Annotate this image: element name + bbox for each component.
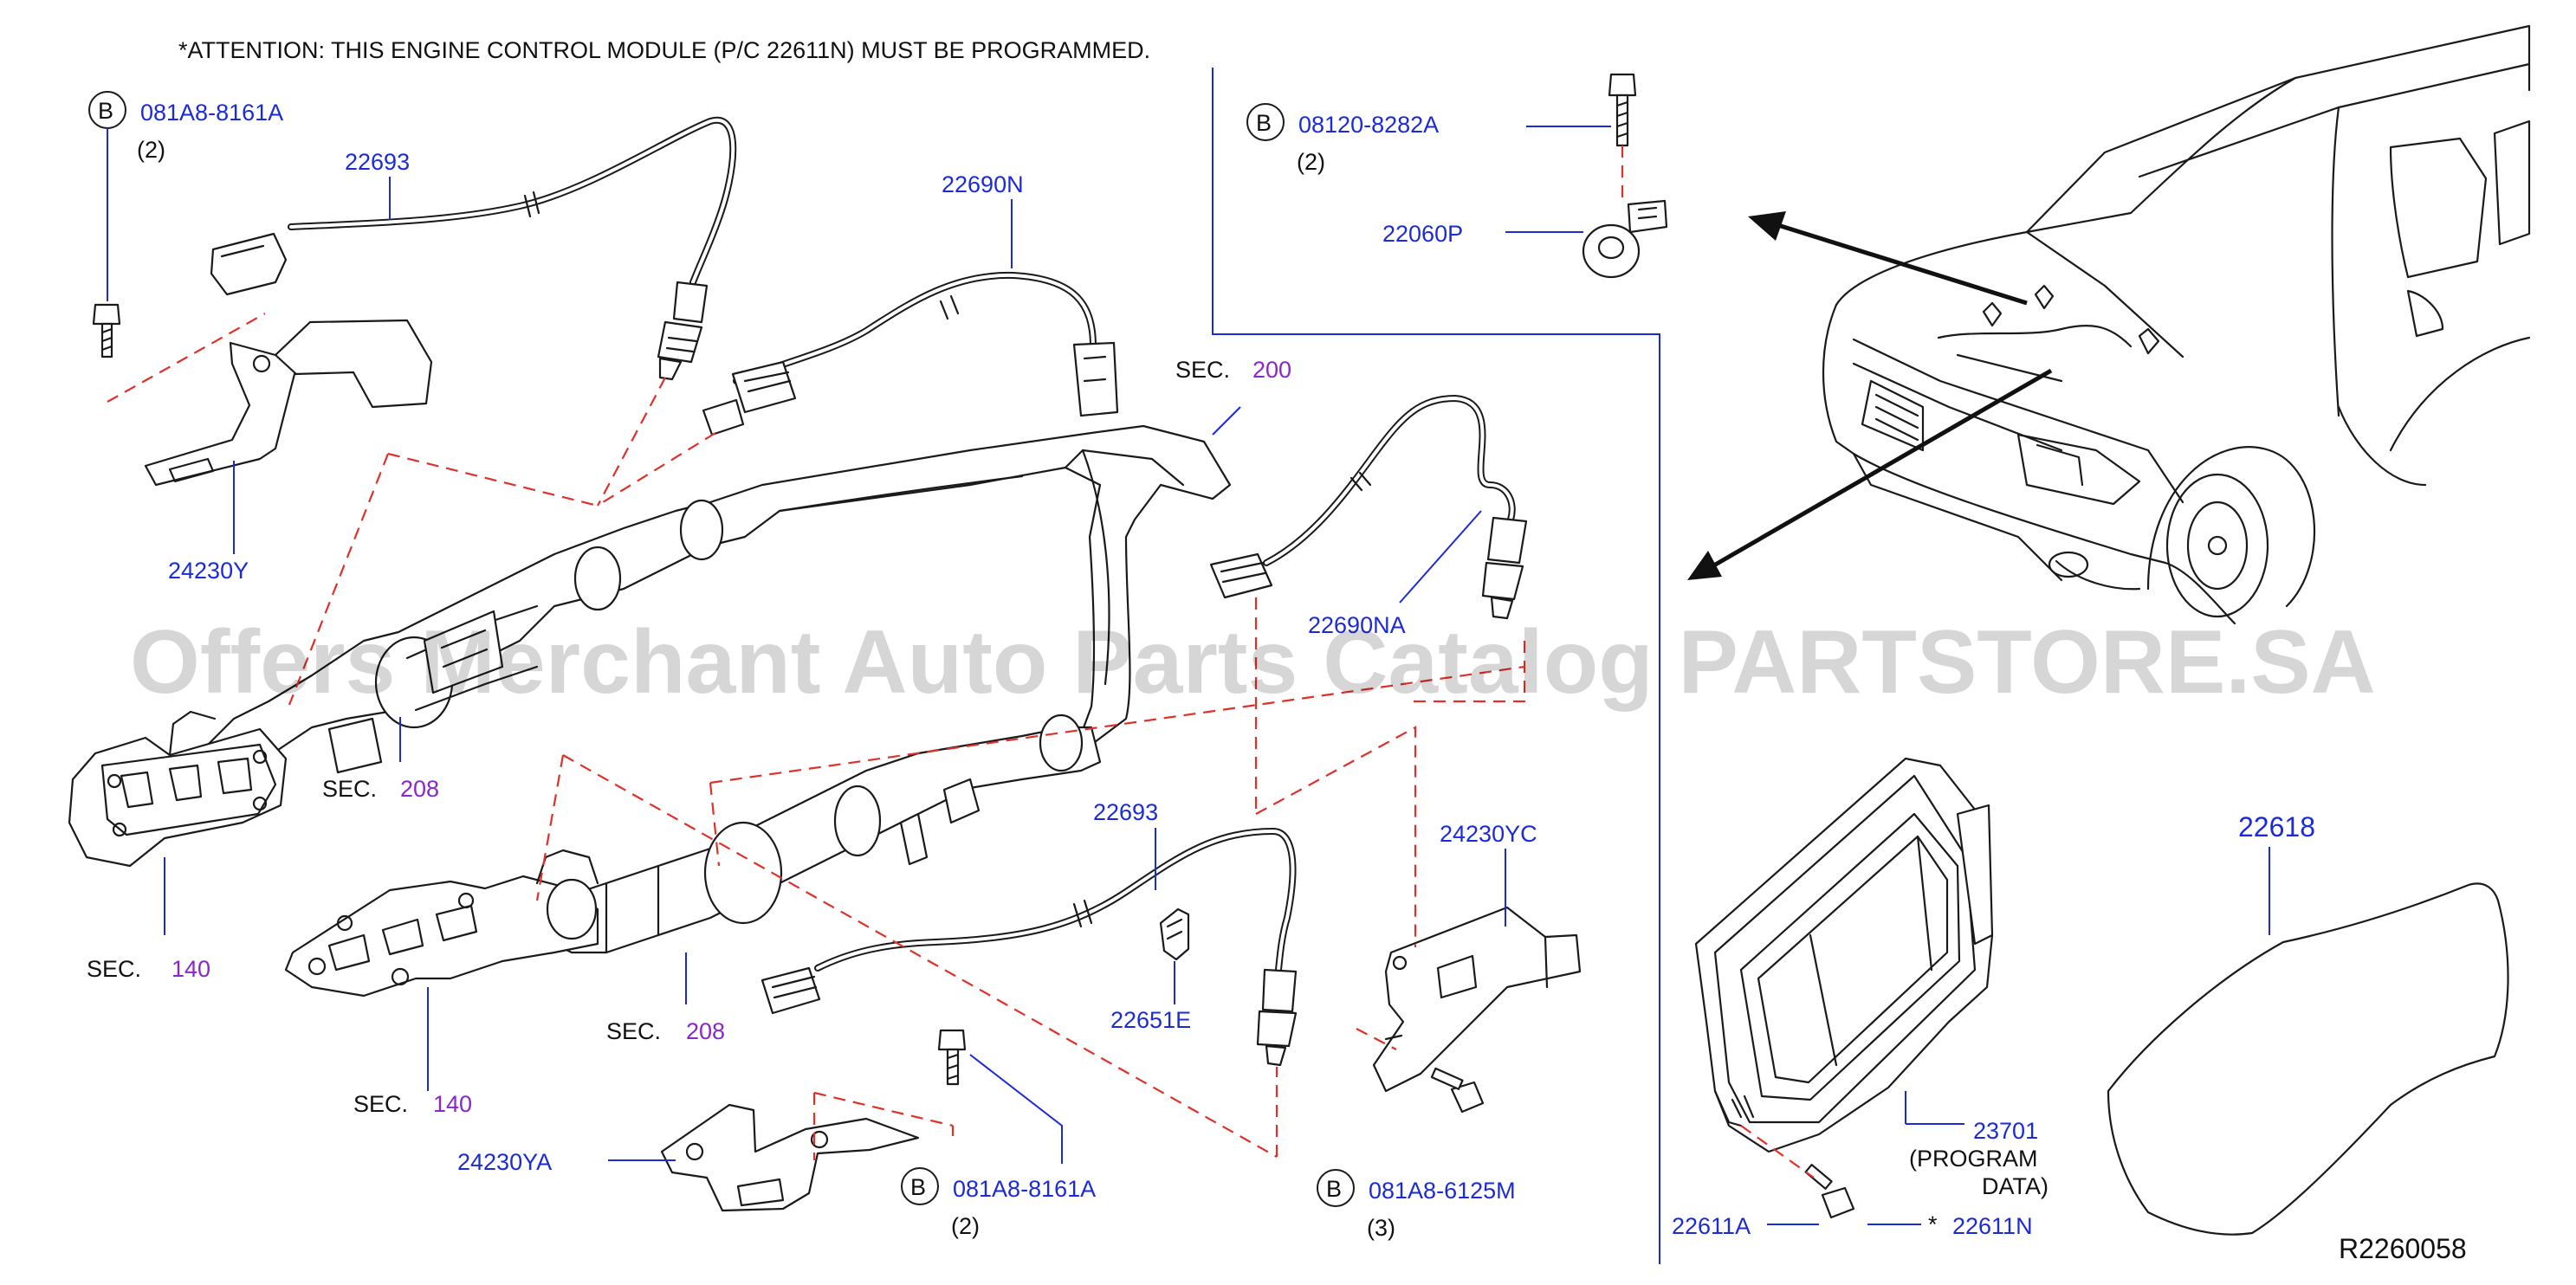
- screw-22611A: [1804, 1164, 1855, 1219]
- sensor-harness-22693-top: [210, 116, 737, 381]
- ecm-program-note: (PROGRAM: [1909, 1146, 2038, 1172]
- sensor-harness-22693-bottom: [761, 827, 1298, 1067]
- qty-top-middle: (2): [1297, 149, 1325, 175]
- qty-bottom-right: (3): [1367, 1215, 1395, 1241]
- exhaust-manifold-lower: [284, 849, 599, 998]
- diagram-id: R2260058: [2339, 1233, 2467, 1264]
- sensor-harness-22690NA: [1209, 394, 1528, 620]
- part-24230Y[interactable]: 24230Y: [168, 558, 249, 584]
- ecm-data-note: DATA): [1982, 1173, 2049, 1199]
- part-081A8-8161A-top[interactable]: 081A8-8161A: [140, 100, 283, 126]
- bolt-marker-letter: B: [1256, 110, 1272, 136]
- clip-22651E: [1159, 907, 1190, 961]
- section-link-200[interactable]: 200: [1252, 357, 1291, 383]
- sec-label-200: SEC.: [1175, 357, 1230, 383]
- bolt-icon-top-middle: [1608, 73, 1637, 147]
- section-link-140-lower[interactable]: 140: [433, 1091, 472, 1117]
- part-23701[interactable]: 23701: [1973, 1118, 2038, 1144]
- bolt-marker-b: [901, 1167, 939, 1205]
- part-22611A[interactable]: 22611A: [1672, 1213, 1751, 1239]
- part-24230YA[interactable]: 24230YA: [457, 1149, 552, 1175]
- bolt-icon-bottom-right: [1430, 1067, 1485, 1114]
- part-22651E[interactable]: 22651E: [1110, 1007, 1191, 1033]
- exhaust-assembly-upper: [206, 424, 1232, 781]
- bolt-callout-bottom-right[interactable]: B 081A8-6125M (3): [1317, 1169, 1516, 1241]
- part-22690N[interactable]: 22690N: [942, 171, 1024, 197]
- section-link-140-left[interactable]: 140: [172, 956, 210, 982]
- arrow-to-knock-sensor: [1748, 211, 2028, 306]
- bracket-24230Y: [144, 319, 433, 487]
- knock-sensor-22060P: [1582, 199, 1668, 279]
- arrow-to-exhaust: [1687, 368, 2053, 580]
- bolt-marker-b: [1317, 1169, 1355, 1207]
- qty-bottom-middle: (2): [951, 1213, 980, 1239]
- bolt-marker-letter: B: [98, 98, 113, 124]
- bolt-marker-letter: B: [1326, 1176, 1342, 1202]
- vehicle-illustration: [1822, 24, 2531, 625]
- sec-label-140-lower: SEC.: [353, 1091, 408, 1117]
- sensor-harness-22690N: [702, 271, 1119, 436]
- part-081A8-8161A-bottom[interactable]: 081A8-8161A: [953, 1176, 1096, 1202]
- exhaust-assembly-lower: [535, 714, 1102, 954]
- part-22611N[interactable]: 22611N: [1952, 1213, 2033, 1239]
- section-link-208-upper[interactable]: 208: [400, 776, 439, 802]
- qty-top-left: (2): [137, 137, 165, 163]
- watermark: Offers Merchant Auto Parts Catalog PARTS…: [130, 612, 2376, 713]
- bolt-callout-bottom-middle[interactable]: B 081A8-8161A (2): [901, 1167, 1096, 1239]
- program-required-marker: *: [1928, 1211, 1938, 1237]
- exhaust-manifold-left: [68, 710, 288, 868]
- sec-label-140-left: SEC.: [87, 956, 141, 982]
- bracket-24230YC: [1372, 906, 1582, 1093]
- part-24230YC[interactable]: 24230YC: [1440, 821, 1537, 847]
- ecm-23701: [1694, 757, 1994, 1153]
- bolt-marker-letter: B: [910, 1174, 926, 1200]
- part-22060P[interactable]: 22060P: [1382, 221, 1463, 247]
- bolt-icon-bottom-middle: [937, 1029, 967, 1086]
- part-081A8-6125M[interactable]: 081A8-6125M: [1369, 1178, 1516, 1204]
- bolt-icon-top-left: [92, 303, 121, 358]
- sec-label-208-lower: SEC.: [606, 1018, 661, 1044]
- attention-note: *ATTENTION: THIS ENGINE CONTROL MODULE (…: [178, 37, 1150, 63]
- part-22690NA[interactable]: 22690NA: [1308, 612, 1406, 638]
- cover-22618: [2107, 882, 2509, 1236]
- bolt-marker-b: [1246, 103, 1285, 141]
- section-link-208-lower[interactable]: 208: [686, 1018, 725, 1044]
- section-divider: [1212, 68, 1660, 1264]
- bolt-callout-top-middle[interactable]: B 08120-8282A (2): [1246, 103, 1439, 175]
- part-22618[interactable]: 22618: [2238, 811, 2315, 843]
- bracket-24230YA: [660, 1103, 920, 1212]
- sec-label-208-upper: SEC.: [322, 776, 377, 802]
- part-22693-top[interactable]: 22693: [345, 149, 410, 175]
- bolt-callout-top-left[interactable]: B 081A8-8161A (2): [88, 91, 283, 301]
- part-22693-bottom[interactable]: 22693: [1093, 799, 1158, 825]
- part-08120-8282A[interactable]: 08120-8282A: [1298, 112, 1439, 138]
